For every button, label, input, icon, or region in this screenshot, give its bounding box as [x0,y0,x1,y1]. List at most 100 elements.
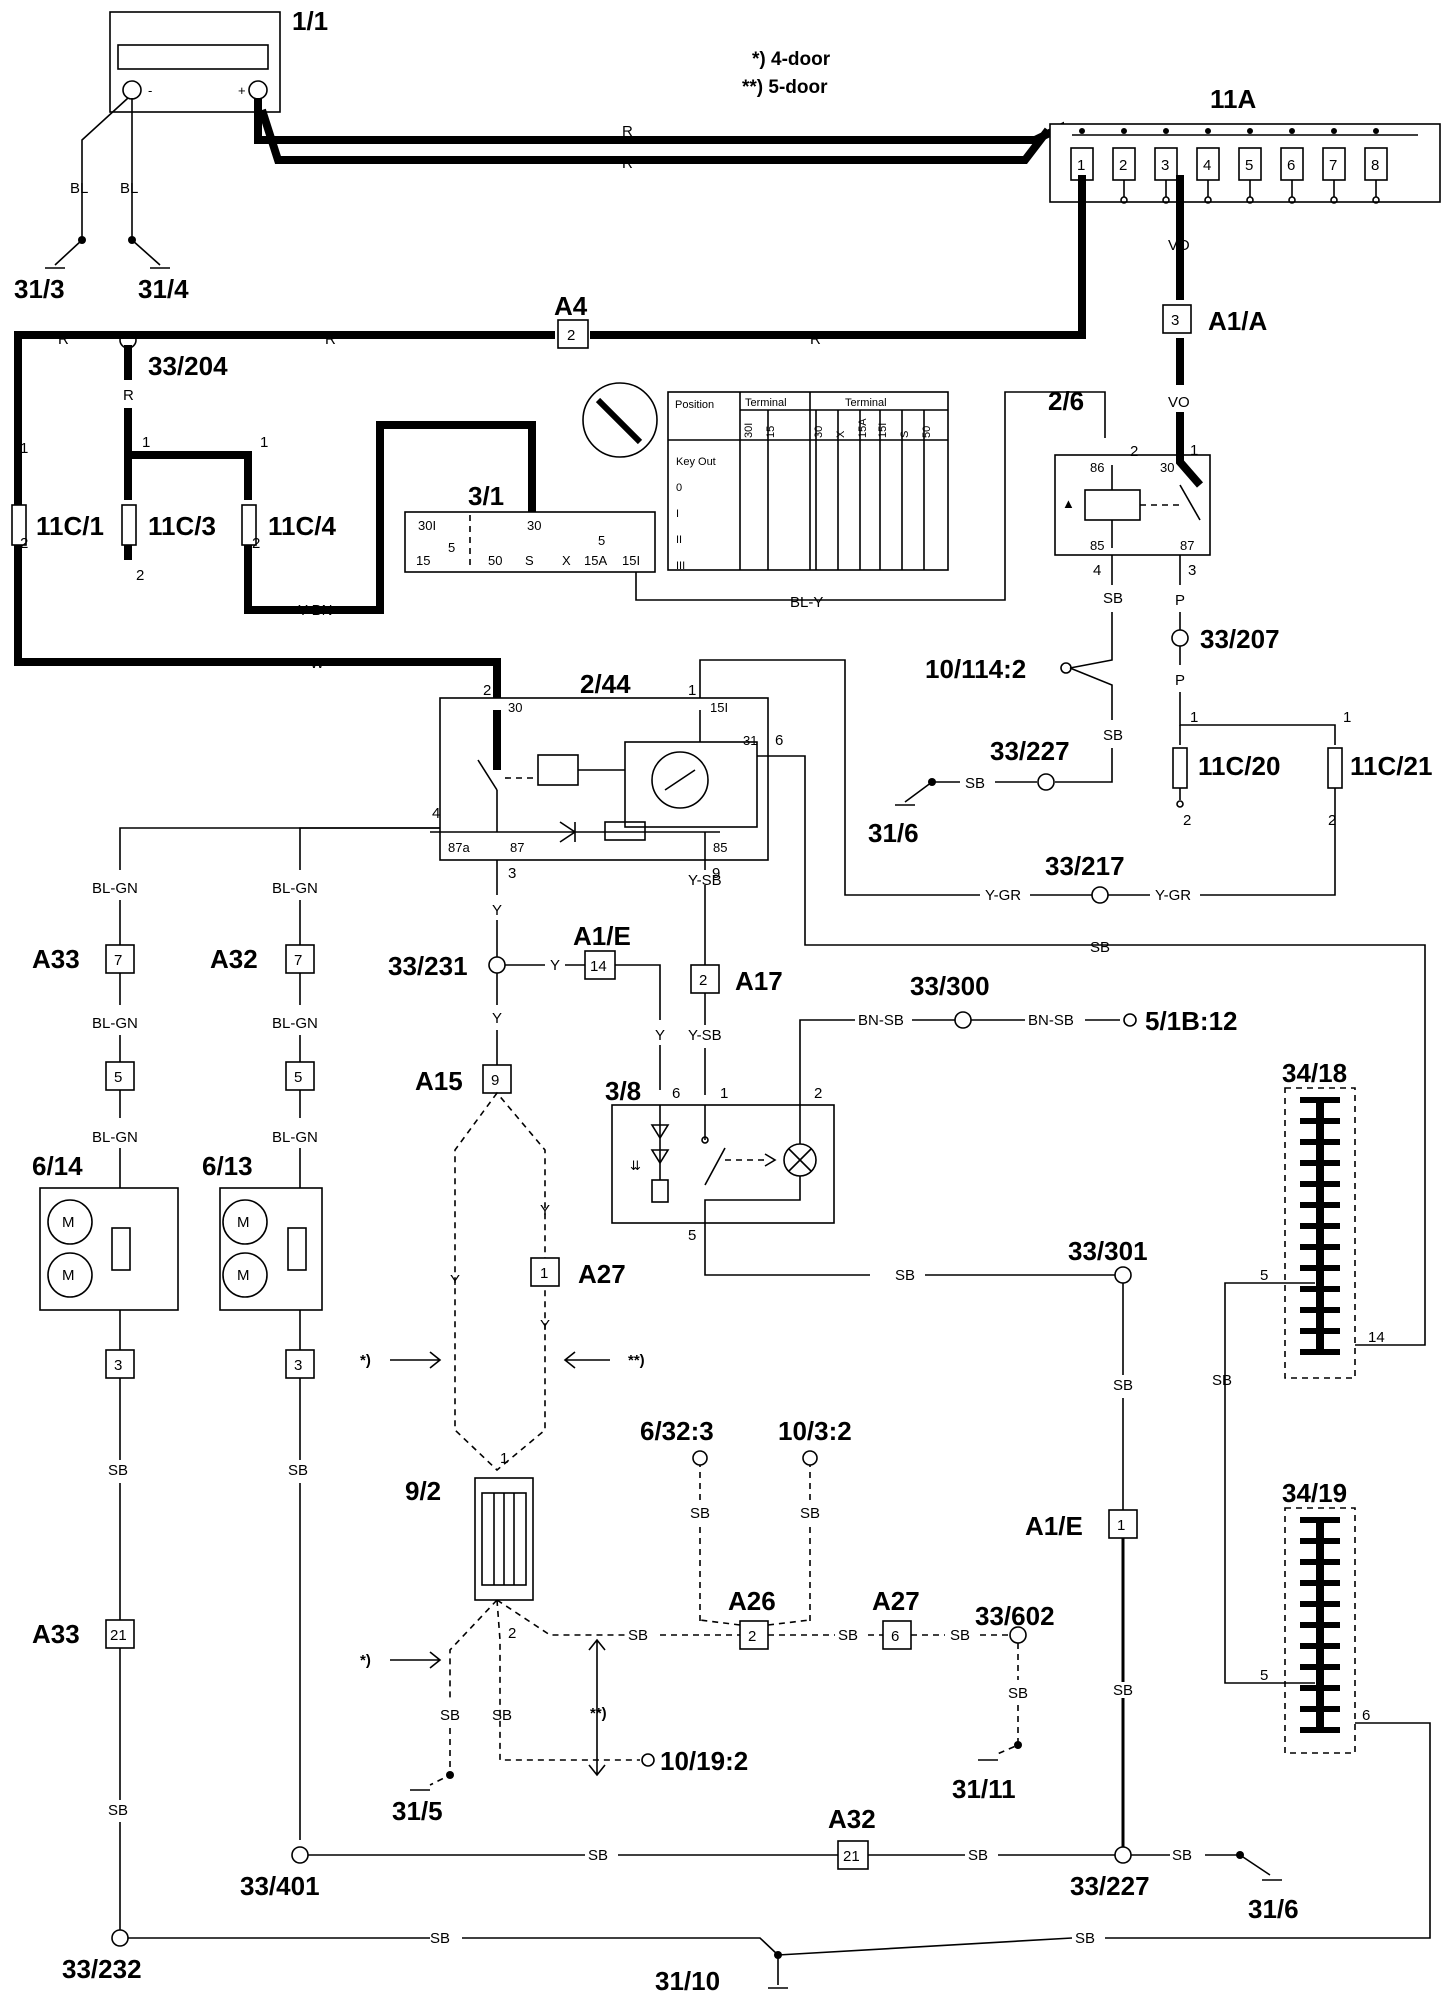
svg-text:Position: Position [675,399,714,411]
splice-33-207 [1171,629,1189,647]
connector-a1e-bot-label: A1/E [1025,1511,1083,1541]
fuse-slot-label: 2 [1119,157,1127,174]
svg-text:7: 7 [294,952,302,969]
svg-text:4: 4 [1093,562,1101,579]
svg-text:21: 21 [110,1627,127,1644]
connector-a32-bot-label: A32 [828,1804,876,1834]
connector-a1e-bot [1108,1509,1138,1539]
fuse-11c4-label: 11C/4 [268,511,336,541]
svg-text:15I: 15I [710,700,728,715]
connector-5a [105,1061,135,1091]
svg-text:1: 1 [1190,442,1198,459]
mirror-motor-6-14: M M [39,1187,179,1311]
svg-text:6: 6 [891,1628,899,1645]
wire-ysb-2: Y-SB [688,1027,722,1044]
fuse-11c3-label: 11C/3 [148,511,216,541]
wire-sb-b2: SB [968,1847,988,1864]
splice-33-300-label: 33/300 [910,971,990,1001]
fuse-11c1 [11,504,27,546]
connector-a4-pin: 2 [567,327,575,344]
wire-y-gr-2: Y-GR [985,887,1021,904]
svg-text:1: 1 [260,434,268,451]
wire-sb-301b: SB [1113,1682,1133,1699]
ground-31-10: 31/10 [655,1966,720,1996]
wire-r-2: R [622,155,633,172]
wire-ysb-1: Y-SB [688,872,722,889]
connector-a27-top [530,1257,560,1287]
svg-text:15I: 15I [622,553,640,568]
wire-y-bn: Y-BN [298,602,332,619]
splice-33-227-bot [1114,1846,1132,1864]
svg-text:9: 9 [491,1072,499,1089]
wire-blgn-4: BL-GN [272,1015,318,1032]
note-5door: **) 5-door [742,77,828,98]
svg-text:1: 1 [1190,709,1198,726]
wire-blgn-3: BL-GN [92,1015,138,1032]
splice-33-602-label: 33/602 [975,1601,1055,1631]
ign-row-label: III [676,560,685,572]
svg-text:*): *) [360,1352,371,1369]
ign-col-label: S [899,431,911,438]
splice-33-401 [291,1846,309,1864]
fuse-slot-label: 1 [1077,157,1085,174]
svg-text:1: 1 [142,434,150,451]
wire-y-1: Y [492,902,502,919]
svg-text:+: + [238,83,246,98]
wire-r-6: R [123,387,134,404]
wire-blgn-1: BL-GN [92,880,138,897]
wire-sb-b5: SB [1075,1930,1095,1947]
switch-3-8-label: 3/8 [605,1076,641,1106]
ground-31-5: 31/5 [392,1796,443,1826]
wire-bnsb-2: BN-SB [1028,1012,1074,1029]
ign-row-label: 0 [676,482,682,494]
connector-a27-top-label: A27 [578,1259,626,1289]
svg-text:2: 2 [508,1625,516,1642]
svg-text:X: X [562,553,571,568]
svg-text:5: 5 [1260,1667,1268,1684]
svg-text:1: 1 [1117,1517,1125,1534]
svg-text:M: M [237,1267,250,1284]
mirror-motor-6-13: M M [219,1187,323,1311]
ign-col-label: 15I [877,423,889,438]
comb-34-19-label: 34/19 [1282,1478,1347,1508]
wire-blgn-5: BL-GN [92,1129,138,1146]
wire-w: W [310,655,325,672]
fuse-slot-label: 4 [1203,157,1211,174]
svg-text:85: 85 [713,840,727,855]
svg-text:87: 87 [510,840,524,855]
svg-text:1: 1 [500,1450,508,1467]
ign-col-label: X [835,430,847,438]
fuse-slot-label: 6 [1287,157,1295,174]
ign-col-label: 30 [813,426,825,438]
fuse-11c21-label: 11C/21 [1350,751,1432,781]
key-icon [582,382,658,458]
splice-33-301-label: 33/301 [1068,1236,1148,1266]
splice-33-300 [954,1011,972,1029]
fusebox-label: 11A [1210,84,1256,114]
splice-33-227-bot-label: 33/227 [1070,1871,1150,1901]
svg-text:5: 5 [1260,1267,1268,1284]
svg-text:3: 3 [1171,312,1179,329]
svg-text:5: 5 [448,540,455,555]
relay244-label: 2/44 [580,669,631,699]
wire-sb-b1: SB [588,1847,608,1864]
wire-blgn-2: BL-GN [272,880,318,897]
svg-text:1: 1 [1343,709,1351,726]
svg-text:M: M [62,1214,75,1231]
svg-text:S: S [525,553,534,568]
svg-text:2: 2 [1328,812,1336,829]
connector-a1a [1162,304,1192,334]
wire-y-6: Y [540,1202,550,1219]
svg-text:5: 5 [294,1069,302,1086]
wire-p-2: P [1175,672,1185,689]
svg-text:**): **) [628,1352,645,1369]
heater-9-2 [474,1477,534,1601]
wire-r-5: R [58,331,69,348]
svg-text:85: 85 [1090,538,1104,553]
wire-vo-1: VO [1168,237,1190,254]
ground-31-4: 31/4 [138,274,189,304]
wire-y-gr-1: Y-GR [1155,887,1191,904]
wire-y-7: Y [540,1317,550,1334]
wire-sb-38: SB [895,1267,915,1284]
